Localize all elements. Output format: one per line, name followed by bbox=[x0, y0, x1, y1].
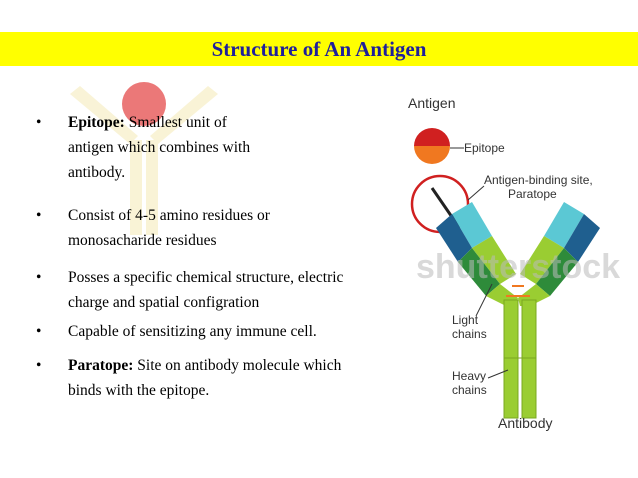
bullet-text: charge and spatial configration bbox=[68, 294, 260, 311]
paratope-leader-line bbox=[467, 185, 485, 201]
bullet-text: binds with the epitope. bbox=[68, 382, 210, 399]
heavy-chains-label: Heavy bbox=[452, 369, 486, 383]
term-epitope: Epitope: bbox=[68, 114, 125, 131]
left-light-constant bbox=[472, 236, 516, 284]
bullet-text: Posses a specific chemical structure, el… bbox=[68, 269, 344, 286]
antibody-label: Antibody bbox=[498, 415, 552, 431]
left-light-variable bbox=[452, 202, 492, 248]
light-chains-label: Light bbox=[452, 313, 479, 327]
background-antibody-decoration bbox=[70, 82, 218, 235]
antigen-label: Antigen bbox=[408, 95, 455, 111]
bullet-text: antigen which combines with bbox=[68, 139, 251, 156]
bullet-marker: • bbox=[36, 357, 42, 374]
light-chains-label-2: chains bbox=[452, 327, 487, 341]
arrow-shaft bbox=[430, 187, 456, 221]
bullet-marker: • bbox=[36, 207, 42, 224]
background-antigen-sphere bbox=[122, 82, 166, 126]
bullet-marker: • bbox=[36, 323, 42, 340]
bullet-text: antibody. bbox=[68, 164, 126, 181]
left-heavy-constant bbox=[458, 248, 500, 296]
bullet-amino-residues: • Consist of 4-5 amino residues or monos… bbox=[36, 203, 270, 253]
bullet-marker: • bbox=[36, 114, 42, 131]
bullet-text: Smallest unit of bbox=[128, 114, 227, 131]
bullet-text: Capable of sensitizing any immune cell. bbox=[68, 323, 317, 340]
bullet-paratope: • Paratope: Site on antibody molecule wh… bbox=[36, 353, 341, 403]
watermark-text: shutterstock bbox=[416, 248, 620, 286]
bullet-chemical-structure: • Posses a specific chemical structure, … bbox=[36, 265, 343, 315]
slide-title: Structure of An Antigen bbox=[211, 37, 427, 61]
epitope-half bbox=[414, 146, 450, 164]
bullet-text: Consist of 4-5 amino residues or bbox=[68, 207, 270, 224]
bullet-text: monosacharide residues bbox=[68, 232, 217, 249]
antigen-top-half bbox=[414, 128, 450, 146]
heavy-chains-label-2: chains bbox=[452, 383, 487, 397]
left-heavy-variable bbox=[436, 214, 472, 262]
title-banner: Structure of An Antigen bbox=[0, 32, 638, 66]
epitope-label: Epitope bbox=[464, 141, 505, 155]
bullet-marker: • bbox=[36, 269, 42, 286]
bullet-text: Site on antibody molecule which bbox=[137, 357, 342, 374]
bullet-sensitizing: • Capable of sensitizing any immune cell… bbox=[36, 319, 317, 344]
right-heavy-variable bbox=[564, 214, 600, 262]
bullet-epitope: • Epitope: Smallest unit of antigen whic… bbox=[36, 110, 250, 185]
heavy-chain-stem-right bbox=[521, 299, 537, 419]
antibody-diagram: Antigen Epitope Antigen-binding site, Pa… bbox=[408, 95, 620, 431]
light-chains-leader-line bbox=[475, 283, 493, 317]
heavy-chains-leader-line bbox=[487, 369, 509, 379]
right-light-constant bbox=[520, 236, 564, 284]
paratope-label: Paratope bbox=[508, 187, 557, 201]
term-paratope: Paratope: bbox=[68, 357, 134, 374]
right-light-variable bbox=[544, 202, 584, 248]
right-heavy-constant bbox=[536, 248, 578, 296]
heavy-chain-stem-left bbox=[503, 299, 519, 419]
binding-site-label: Antigen-binding site, bbox=[484, 173, 593, 187]
